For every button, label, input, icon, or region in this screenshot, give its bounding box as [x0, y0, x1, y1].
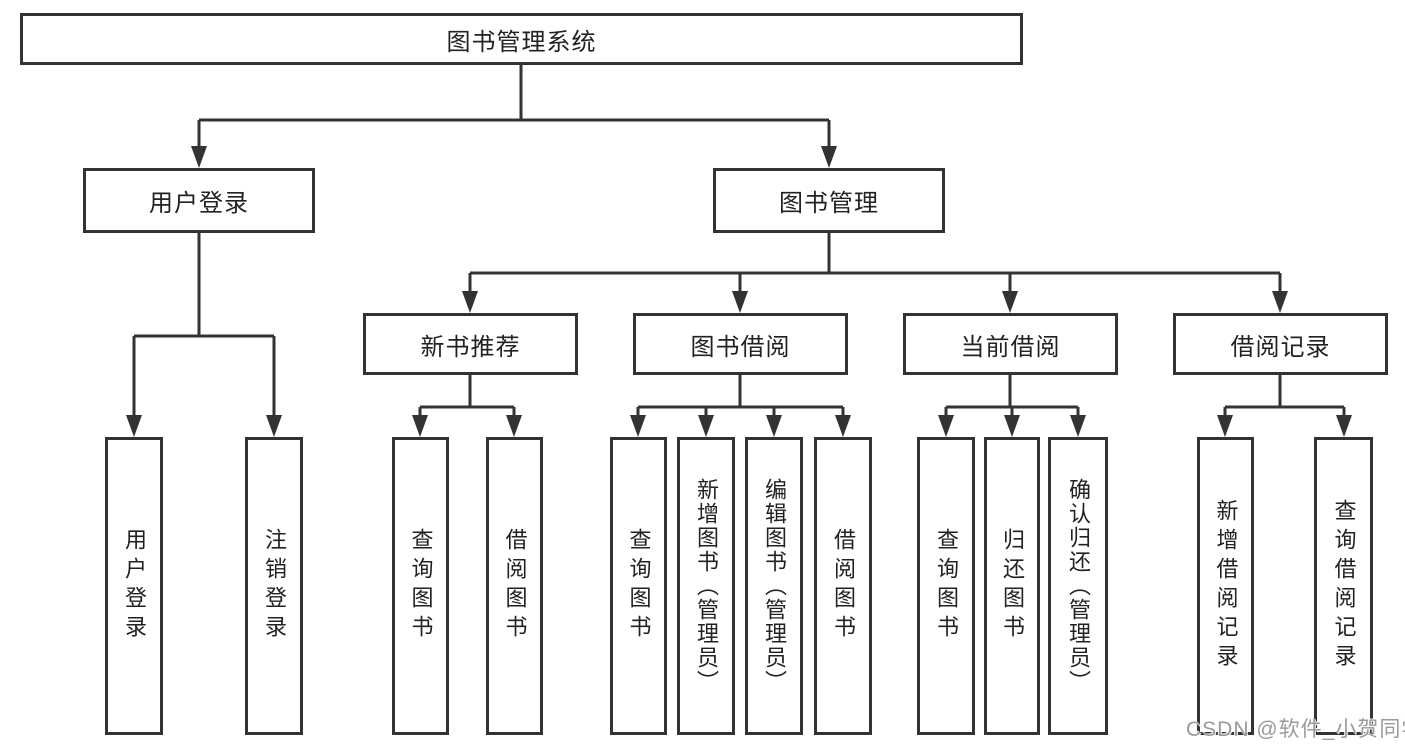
leaf-borrow-book-2-label: 借阅图书 [831, 528, 856, 644]
connector-book-management-children [462, 233, 1288, 313]
node-root-label: 图书管理系统 [446, 28, 597, 56]
arrowhead-icon [821, 146, 837, 168]
leaf-confirm-return-admin: 确认归还（管理员） [1048, 437, 1108, 735]
leaf-borrow-book-1: 借阅图书 [486, 437, 543, 735]
node-book-management-label: 图书管理 [779, 190, 879, 217]
node-book-borrow-label: 图书借阅 [690, 333, 791, 361]
connector-user-login-children [126, 233, 282, 437]
leaf-query-borrow-record: 查询借阅记录 [1314, 437, 1373, 735]
node-root: 图书管理系统 [20, 13, 1023, 65]
connector-current-borrow-children [938, 375, 1086, 437]
arrowhead-icon [1070, 415, 1086, 437]
node-new-book-recommend-label: 新书推荐 [420, 333, 521, 361]
arrowhead-icon [835, 415, 851, 437]
node-user-login-label: 用户登录 [149, 190, 249, 217]
leaf-logout-label: 注销登录 [262, 528, 287, 644]
leaf-add-borrow-record-label: 新增借阅记录 [1213, 499, 1239, 673]
node-borrow-record-label: 借阅记录 [1230, 333, 1331, 361]
leaf-query-book-3-label: 查询图书 [934, 528, 959, 644]
leaf-return-book: 归还图书 [984, 437, 1040, 735]
watermark: CSDN @软件_小贺同学 [1186, 718, 1405, 741]
arrowhead-icon [1217, 415, 1233, 437]
node-user-login: 用户登录 [83, 168, 315, 233]
connector-root-to-level2 [191, 65, 837, 168]
arrowhead-icon [1004, 415, 1020, 437]
leaf-logout: 注销登录 [245, 437, 303, 735]
node-book-borrow: 图书借阅 [633, 313, 848, 375]
leaf-query-book-1-label: 查询图书 [408, 528, 434, 644]
arrowhead-icon [506, 415, 522, 437]
arrowhead-icon [1336, 415, 1352, 437]
connector-new-book-children [412, 375, 522, 437]
arrowhead-icon [938, 415, 954, 437]
leaf-user-login: 用户登录 [105, 437, 163, 735]
leaf-query-book-2-label: 查询图书 [626, 528, 652, 644]
arrowhead-icon [412, 415, 428, 437]
leaf-query-book-3: 查询图书 [917, 437, 975, 735]
arrowhead-icon [1002, 291, 1018, 313]
leaf-confirm-return-admin-label: 确认归还（管理员） [1066, 478, 1091, 694]
node-borrow-record: 借阅记录 [1173, 313, 1388, 375]
arrowhead-icon [630, 415, 646, 437]
leaf-user-login-label: 用户登录 [122, 528, 147, 644]
node-new-book-recommend: 新书推荐 [363, 313, 578, 375]
arrowhead-icon [462, 291, 478, 313]
arrowhead-icon [766, 415, 782, 437]
node-current-borrow: 当前借阅 [903, 313, 1118, 375]
node-book-management: 图书管理 [713, 168, 945, 233]
leaf-query-book-2: 查询图书 [610, 437, 667, 735]
leaf-add-book-admin-label: 新增图书（管理员） [694, 478, 719, 694]
arrowhead-icon [191, 146, 207, 168]
leaf-query-book-1: 查询图书 [392, 437, 449, 735]
arrowhead-icon [1272, 291, 1288, 313]
arrowhead-icon [698, 415, 714, 437]
connector-book-borrow-children [630, 375, 851, 437]
leaf-edit-book-admin: 编辑图书（管理员） [745, 437, 803, 735]
leaf-borrow-book-1-label: 借阅图书 [502, 528, 528, 644]
leaf-return-book-label: 归还图书 [1000, 528, 1025, 644]
leaf-edit-book-admin-label: 编辑图书（管理员） [762, 478, 787, 694]
connector-borrow-record-children [1217, 375, 1352, 437]
node-current-borrow-label: 当前借阅 [960, 333, 1061, 361]
leaf-query-borrow-record-label: 查询借阅记录 [1331, 499, 1357, 673]
leaf-add-borrow-record: 新增借阅记录 [1197, 437, 1254, 735]
arrowhead-icon [732, 291, 748, 313]
leaf-borrow-book-2: 借阅图书 [814, 437, 872, 735]
arrowhead-icon [266, 415, 282, 437]
leaf-add-book-admin: 新增图书（管理员） [677, 437, 735, 735]
arrowhead-icon [126, 415, 142, 437]
